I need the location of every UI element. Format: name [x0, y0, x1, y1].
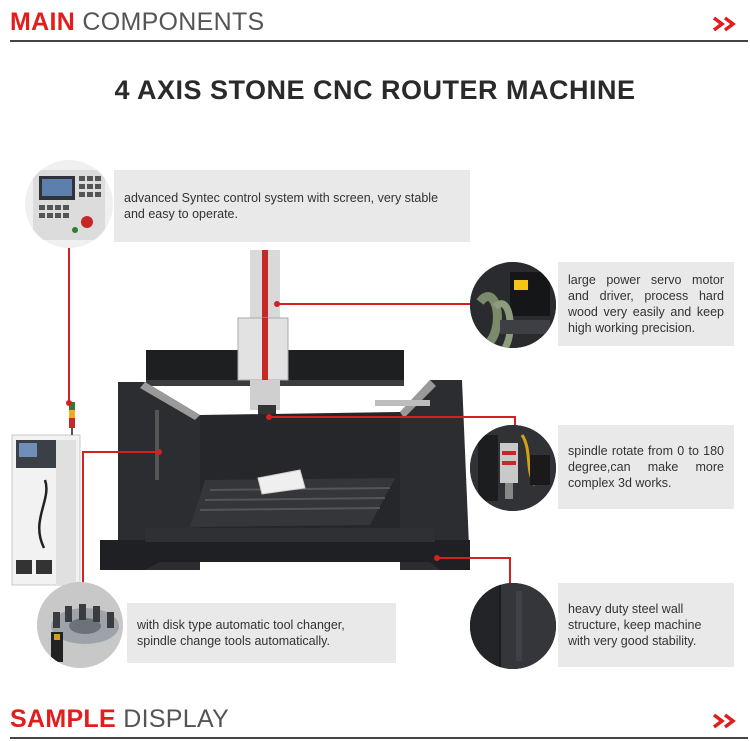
leader-line-spindle	[268, 416, 516, 418]
section-title: MAIN COMPONENTS	[10, 8, 265, 37]
machine-illustration	[11, 250, 470, 586]
section-title-rest: COMPONENTS	[75, 8, 265, 36]
leader-line-control	[68, 240, 70, 403]
double-chevron-right-icon	[712, 713, 736, 729]
leader-line-toolchanger	[82, 451, 158, 453]
callout-servo-text: large power servo motor and driver, proc…	[568, 273, 724, 335]
leader-dot-spindle	[266, 414, 272, 420]
leader-line-servo	[276, 303, 472, 305]
steel-structure-photo	[470, 583, 556, 669]
leader-line-steel-drop	[509, 557, 511, 583]
leader-dot-steel	[434, 555, 440, 561]
spindle-photo	[470, 425, 556, 511]
leader-dot-control	[66, 400, 72, 406]
callout-steel-text: heavy duty steel wall structure, keep ma…	[568, 602, 702, 648]
section-header-sample-display: SAMPLE DISPLAY	[10, 697, 748, 739]
callout-steel-structure: heavy duty steel wall structure, keep ma…	[558, 583, 734, 667]
section-header-main-components: MAIN COMPONENTS	[10, 0, 748, 42]
section-title: SAMPLE DISPLAY	[10, 705, 229, 734]
callout-spindle: spindle rotate from 0 to 180 degree,can …	[558, 425, 734, 509]
control-panel-photo	[25, 160, 113, 248]
servo-motor-photo	[470, 262, 556, 348]
section-title-highlight: MAIN	[10, 8, 76, 36]
page-title: 4 AXIS STONE CNC ROUTER MACHINE	[114, 75, 636, 105]
leader-dot-toolchanger	[156, 449, 162, 455]
section-title-rest: DISPLAY	[115, 705, 230, 733]
callout-spindle-text: spindle rotate from 0 to 180 degree,can …	[568, 444, 724, 490]
callout-tool-changer: with disk type automatic tool changer, s…	[127, 603, 396, 663]
double-chevron-right-icon	[712, 16, 736, 32]
tool-changer-photo	[37, 582, 123, 668]
callout-servo-motor: large power servo motor and driver, proc…	[558, 262, 734, 346]
leader-line-steel	[436, 557, 510, 559]
leader-dot-servo	[274, 301, 280, 307]
callout-toolchanger-text: with disk type automatic tool changer, s…	[137, 618, 345, 648]
callout-control-text: advanced Syntec control system with scre…	[124, 191, 439, 221]
leader-line-toolchanger-drop	[82, 451, 84, 586]
callout-control-system: advanced Syntec control system with scre…	[114, 170, 470, 242]
section-title-highlight: SAMPLE	[10, 705, 116, 733]
